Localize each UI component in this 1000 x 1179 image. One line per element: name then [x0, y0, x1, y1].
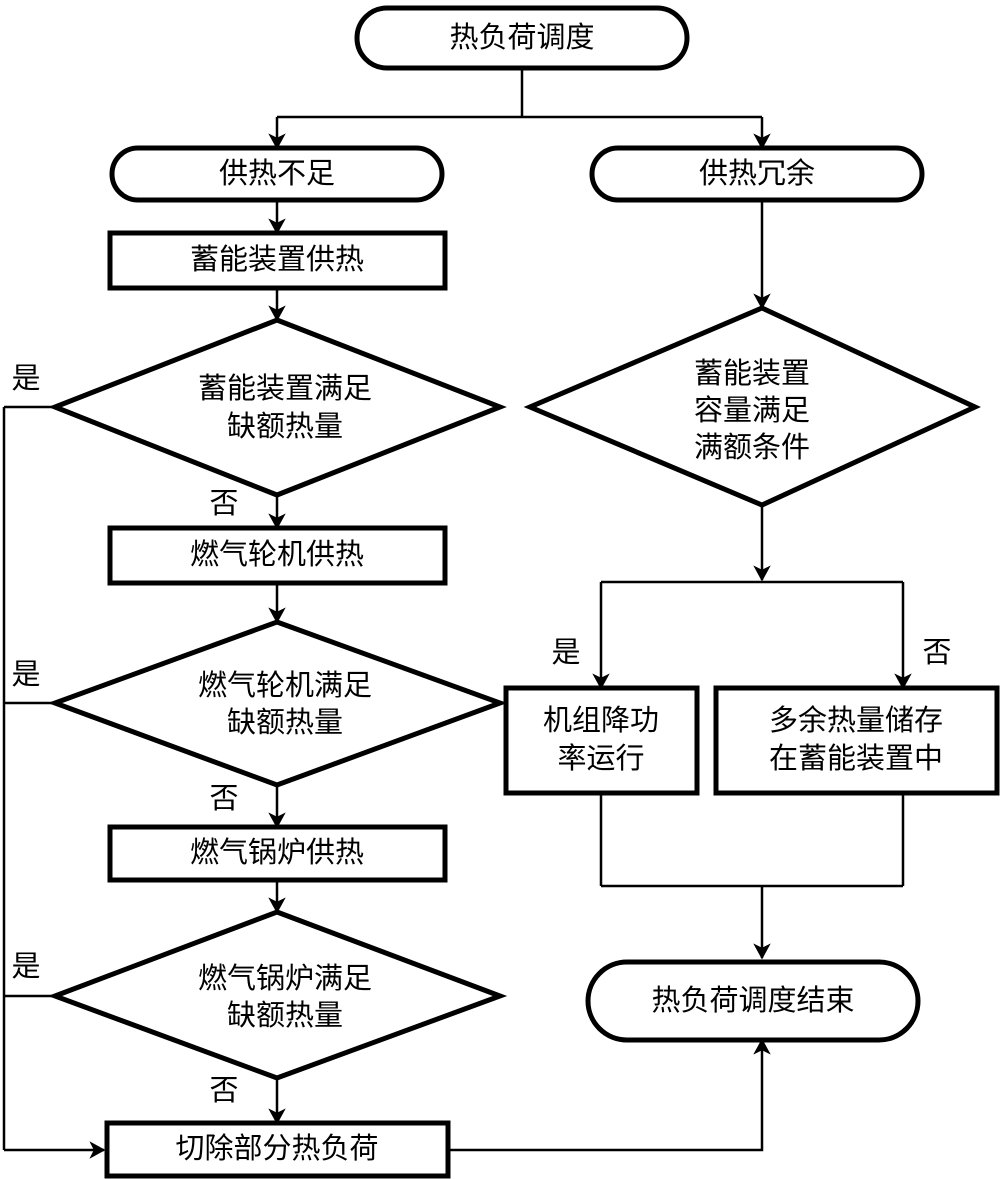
node-decision-capacity[interactable]: 蓄能装置 容量满足 满额条件: [523, 305, 981, 508]
node-decision-boiler[interactable]: 燃气锅炉满足 缺额热量: [47, 909, 508, 1081]
edge-label-turbine-no: 否: [209, 781, 238, 815]
node-store-excess-shape: [713, 685, 1000, 796]
node-store-excess-line2: 在蓄能装置中: [769, 741, 943, 775]
node-decision-storage[interactable]: 蓄能装置满足 缺额热量: [48, 317, 507, 498]
node-shed-load[interactable]: 切除部分热负荷: [104, 1120, 451, 1179]
node-decision-capacity-line3: 满额条件: [694, 430, 810, 464]
node-decision-capacity-shape: [523, 305, 981, 508]
node-store-excess-line1: 多余热量储存: [769, 703, 943, 737]
edge-label-turbine-yes: 是: [11, 657, 40, 691]
node-store-excess[interactable]: 多余热量储存 在蓄能装置中: [713, 685, 1000, 796]
edge-label-storage-yes: 是: [11, 361, 40, 395]
node-decision-boiler-line2: 缺额热量: [227, 998, 343, 1032]
connectors: [2, 68, 912, 1159]
node-shed-load-shape: [104, 1120, 451, 1179]
edge-label-capacity-yes: 是: [551, 635, 580, 669]
node-gas-boiler-supply[interactable]: 燃气锅炉供热: [107, 824, 448, 883]
node-decision-turbine[interactable]: 燃气轮机满足 缺额热量: [47, 619, 508, 788]
node-decision-capacity-line2: 容量满足: [694, 393, 810, 427]
node-decision-capacity-line1: 蓄能装置: [694, 356, 810, 390]
node-storage-supply-label: 蓄能装置供热: [190, 242, 364, 276]
node-gas-turbine-supply-shape: [107, 525, 448, 586]
node-decision-boiler-line1: 燃气锅炉满足: [198, 961, 372, 995]
node-decision-storage-line2: 缺额热量: [227, 409, 343, 443]
edge-label-boiler-no: 否: [209, 1073, 238, 1107]
node-storage-supply-shape: [107, 230, 448, 291]
edge-shed-load-to-end: [448, 1038, 771, 1152]
node-decision-turbine-line2: 缺额热量: [227, 705, 343, 739]
node-decision-boiler-shape: [47, 909, 508, 1081]
node-start-label: 热负荷调度: [449, 20, 594, 54]
node-gas-boiler-supply-label: 燃气锅炉供热: [190, 835, 364, 869]
node-decision-storage-shape: [48, 317, 507, 498]
node-branch-surplus-label: 供热冗余: [699, 156, 815, 190]
node-storage-supply[interactable]: 蓄能装置供热: [107, 230, 448, 291]
node-start-shape: [354, 5, 690, 71]
node-derate-unit-shape: [503, 685, 700, 796]
node-derate-unit-line1: 机组降功: [543, 703, 659, 737]
node-decision-turbine-shape: [47, 619, 508, 788]
node-decision-storage-line1: 蓄能装置满足: [198, 371, 372, 405]
node-end-label: 热负荷调度结束: [651, 983, 854, 1017]
node-gas-turbine-supply[interactable]: 燃气轮机供热: [107, 525, 448, 586]
node-derate-unit[interactable]: 机组降功 率运行: [503, 685, 700, 796]
node-branch-deficit[interactable]: 供热不足: [109, 145, 445, 203]
edge-label-storage-no: 否: [209, 486, 238, 520]
node-branch-surplus[interactable]: 供热冗余: [589, 145, 925, 203]
node-gas-turbine-supply-label: 燃气轮机供热: [190, 537, 364, 571]
node-shed-load-label: 切除部分热负荷: [175, 1131, 378, 1165]
node-branch-deficit-label: 供热不足: [219, 156, 335, 190]
node-decision-turbine-line1: 燃气轮机满足: [198, 668, 372, 702]
node-start[interactable]: 热负荷调度: [354, 5, 690, 71]
node-derate-unit-line2: 率运行: [557, 741, 644, 775]
node-branch-surplus-shape: [589, 145, 925, 203]
node-branch-deficit-shape: [109, 145, 445, 203]
edge-label-boiler-yes: 是: [11, 949, 40, 983]
node-gas-boiler-supply-shape: [107, 824, 448, 883]
node-end-shape: [585, 959, 921, 1043]
node-end[interactable]: 热负荷调度结束: [585, 959, 921, 1043]
edge-label-capacity-no: 否: [922, 635, 951, 669]
